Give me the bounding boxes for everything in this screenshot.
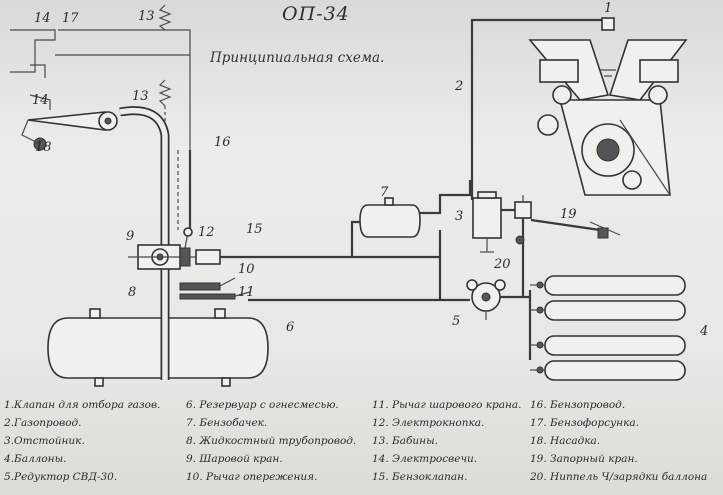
- legend-item-17: 17. Бензофорсунка.: [530, 417, 639, 429]
- callout-18: 18: [35, 140, 52, 155]
- coil-lower: [158, 79, 172, 107]
- legend-item-11: 11. Рычаг шарового крана.: [372, 399, 522, 411]
- callout-13-upper: 13: [138, 9, 155, 24]
- fire-mixture-reservoir: [47, 308, 269, 387]
- legend-item-13: 13. Бабины.: [372, 435, 438, 447]
- legend-item-4: 4.Баллоны.: [4, 453, 67, 465]
- callout-16: 16: [214, 135, 231, 150]
- charging-nipple: [515, 235, 525, 245]
- legend: 1.Клапан для отбора газов. 2.Газопровод.…: [0, 395, 723, 495]
- diagram-title: ОП-34: [282, 3, 350, 25]
- legend-item-7: 7. Бензобачек.: [186, 417, 268, 429]
- settler: [472, 191, 502, 253]
- callout-3: 3: [455, 209, 463, 224]
- v-engine: [528, 39, 688, 196]
- reducer: [466, 279, 506, 320]
- callout-12: 12: [198, 225, 215, 240]
- legend-item-14: 14. Электросвечи.: [372, 453, 478, 465]
- callout-2: 2: [454, 79, 463, 94]
- callout-20: 20: [493, 257, 511, 272]
- ball-valve-lever: [179, 293, 236, 300]
- legend-item-6: 6. Резервуар с огнесмесью.: [186, 399, 339, 411]
- callout-4: 4: [699, 324, 708, 339]
- callout-13-lower: 13: [132, 89, 149, 104]
- callout-11: 11: [238, 285, 255, 300]
- callout-14-lower: 14: [32, 93, 49, 108]
- ball-valve-assembly: [128, 227, 442, 300]
- legend-item-12: 12. Электрокнопка.: [372, 417, 485, 429]
- callout-6: 6: [286, 320, 294, 335]
- legend-item-8: 8. Жидкостный трубопровод.: [186, 435, 357, 447]
- legend-item-19: 19. Запорный кран.: [530, 453, 638, 465]
- coil-upper: [158, 4, 172, 31]
- shutoff-valve: [589, 221, 621, 239]
- settler-valve: [514, 195, 532, 219]
- nozzle-cone: [27, 111, 106, 131]
- legend-item-16: 16. Бензопровод.: [530, 399, 626, 411]
- callout-14-upper: 14: [34, 11, 51, 26]
- advance-lever: [179, 282, 221, 291]
- callout-10: 10: [238, 262, 255, 277]
- legend-item-20: 20. Ниппель Ч/зарядки баллона: [530, 471, 708, 483]
- callout-1: 1: [604, 1, 612, 16]
- legend-item-2: 2.Газопровод.: [4, 417, 82, 429]
- ignition-assembly: [10, 4, 191, 151]
- legend-item-5: 5.Редуктор СВД-30.: [4, 471, 118, 483]
- callout-8: 8: [128, 285, 136, 300]
- callout-7: 7: [380, 185, 389, 200]
- callout-17: 17: [62, 11, 79, 26]
- callout-15: 15: [246, 222, 263, 237]
- gas-sampling-valve: [601, 17, 615, 31]
- legend-item-1: 1.Клапан для отбора газов.: [4, 399, 161, 411]
- callout-19: 19: [560, 207, 577, 222]
- legend-item-10: 10. Рычаг опережения.: [186, 471, 318, 483]
- callout-9: 9: [126, 229, 134, 244]
- callout-5: 5: [452, 314, 460, 329]
- electro-button: [183, 227, 193, 237]
- petrol-tank: [359, 197, 421, 238]
- legend-item-18: 18. Насадка.: [530, 435, 601, 447]
- fuel-valve: [195, 249, 221, 265]
- diagram-subtitle: Принципиальная схема.: [209, 50, 384, 66]
- gas-cylinders: [528, 275, 686, 381]
- legend-item-9: 9. Шаровой кран.: [186, 453, 283, 465]
- legend-item-15: 15. Бензоклапан.: [372, 471, 468, 483]
- legend-item-3: 3.Отстойник.: [4, 435, 85, 447]
